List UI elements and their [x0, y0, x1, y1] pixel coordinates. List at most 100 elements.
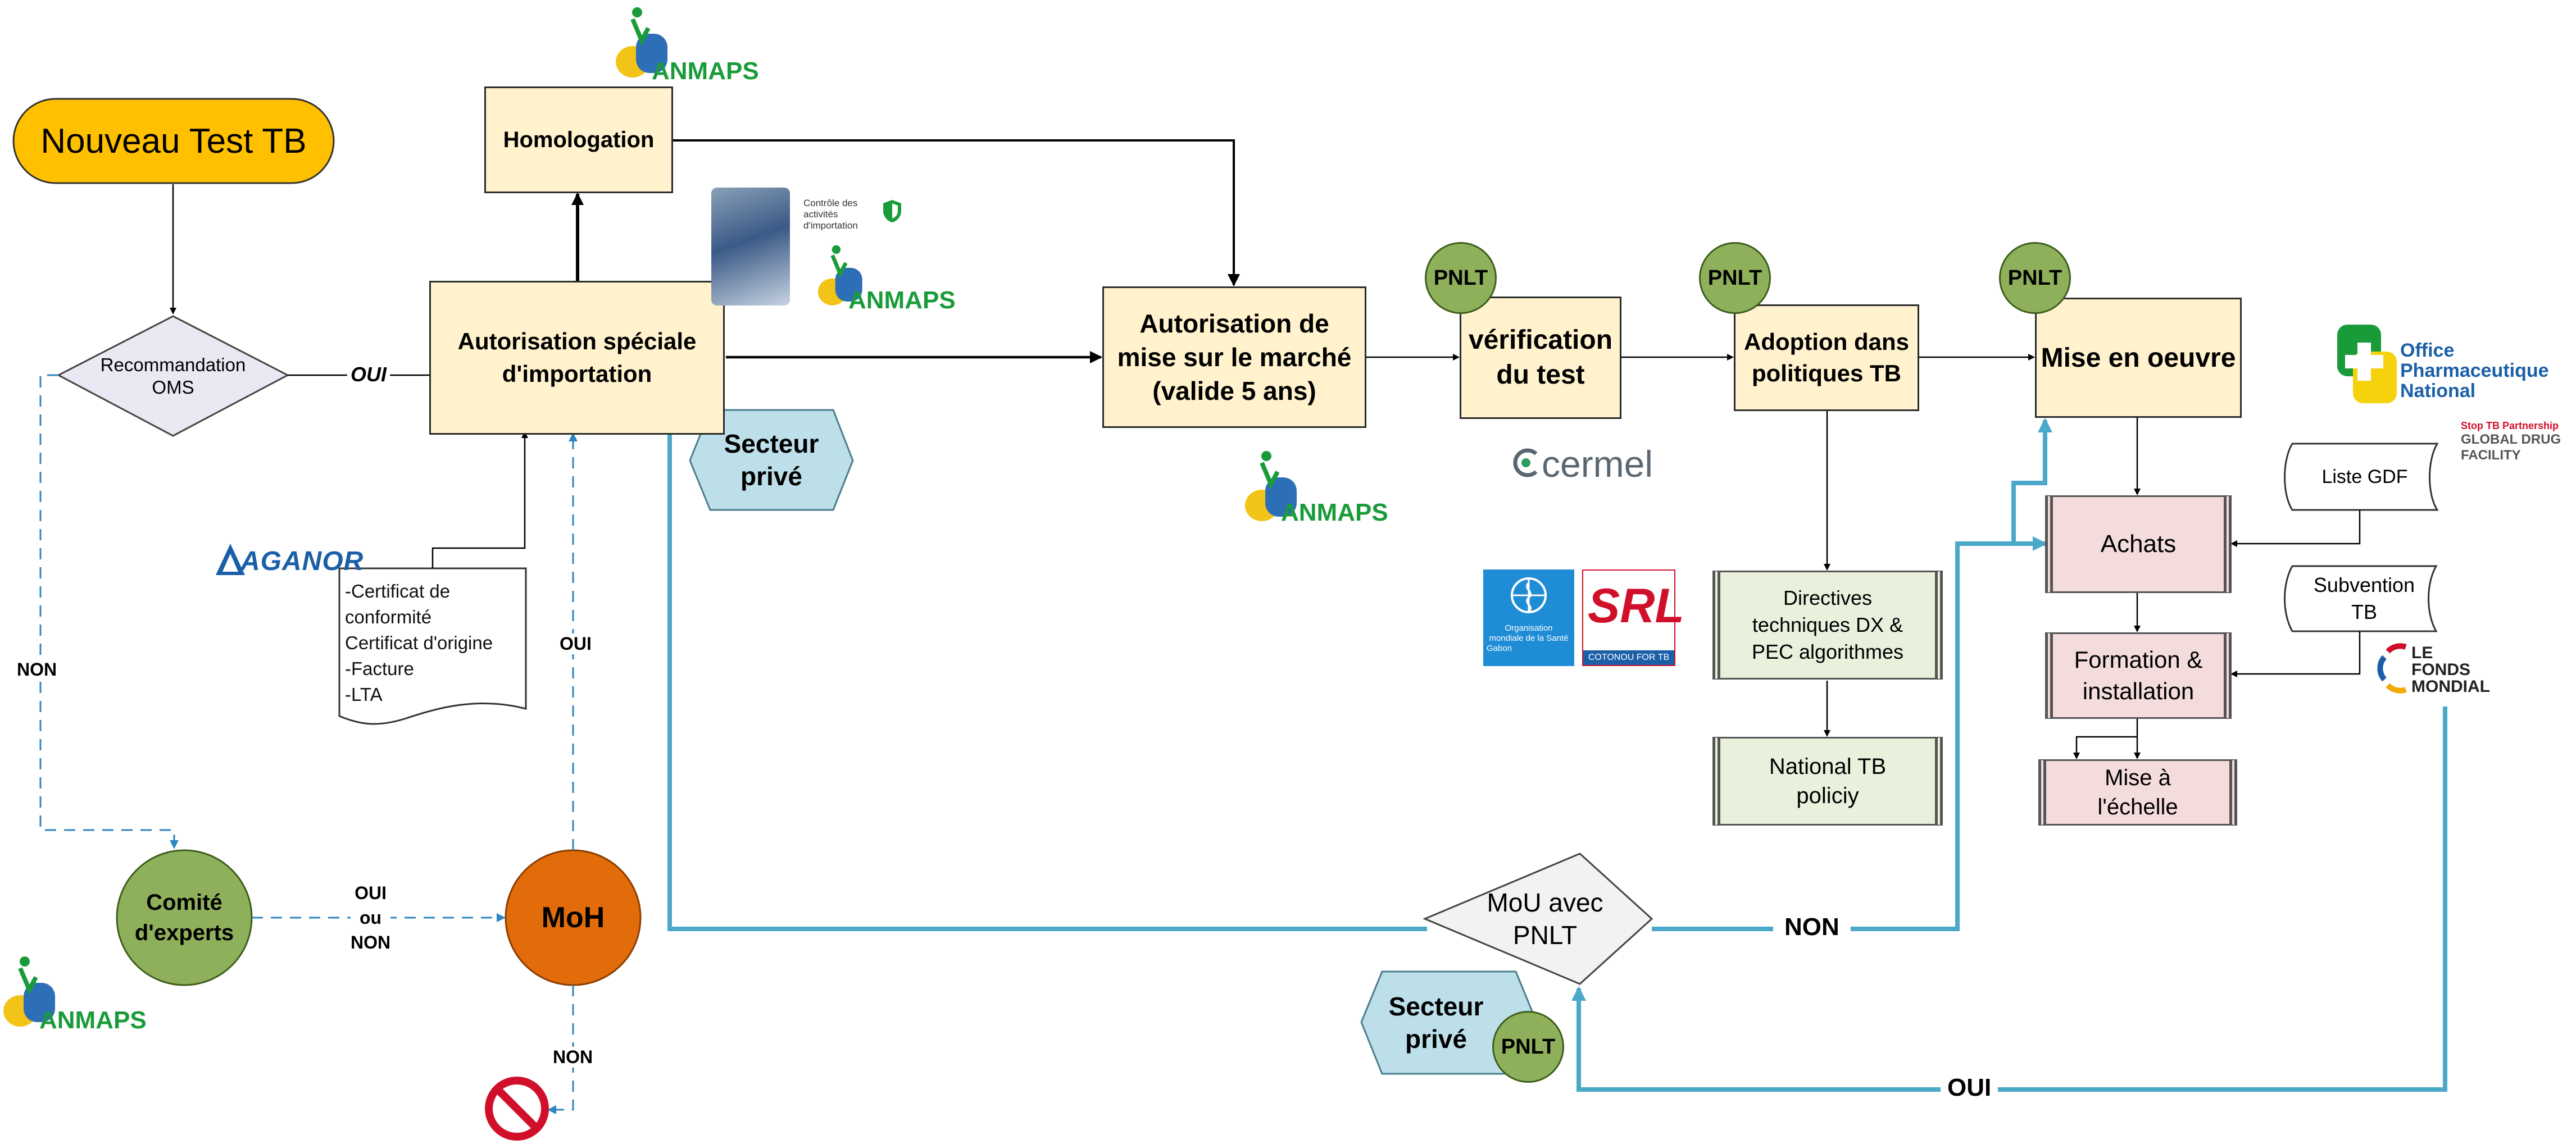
document-item: -Certificat de	[345, 581, 451, 601]
scale-line-1: Mise à	[2105, 765, 2171, 790]
guidelines-line-2: techniques DX &	[1752, 613, 1903, 636]
anmaps-logo: ANMAPS	[0, 955, 180, 1034]
fonds-mondial-logo: LE FONDS MONDIAL	[2377, 640, 2528, 702]
edge-import-mou	[667, 434, 1427, 931]
recommendation-node: Recommandation OMS	[84, 345, 262, 407]
subsidy-line-2: TB	[2351, 600, 2377, 623]
stop-sign-bar	[495, 1087, 539, 1131]
anmaps-logo: ANMAPS	[1242, 449, 1421, 528]
aganor-logo: AGANOR	[213, 541, 371, 581]
document-shape	[338, 567, 527, 725]
mou-line-1: MoU avec	[1487, 888, 1603, 917]
edge-label-text: NON	[553, 1047, 593, 1067]
pnlt-badge-implementation: PNLT	[1999, 242, 2071, 314]
mou-line-2: PNLT	[1512, 920, 1578, 950]
anmaps-emblem-icon	[817, 245, 862, 306]
edge-gdf-achats	[2230, 510, 2361, 547]
who-line: mondiale de la Santé	[1489, 633, 1569, 643]
edge-label-oui-main: OUI	[347, 363, 390, 386]
market-line-1: Autorisation de	[1139, 309, 1329, 338]
caption-line: d'importation	[803, 220, 858, 231]
verification-line-1: vérification	[1468, 325, 1613, 355]
document-item: -Facture	[345, 658, 414, 679]
fonds-mondial-emblem-icon	[2377, 643, 2407, 694]
document-item: Certificat d'origine	[345, 632, 493, 653]
cermel-text: cermel	[1542, 443, 1653, 485]
implementation-node: Mise en oeuvre	[2035, 298, 2242, 418]
private-sector-2-line-1: Secteur	[1388, 992, 1484, 1021]
verification-line-2: du test	[1496, 360, 1585, 390]
training-line-1: Formation &	[2074, 646, 2203, 673]
anmaps-text: ANMAPS	[39, 1006, 147, 1034]
private-sector-hexagon-1	[689, 409, 854, 511]
import-line-1: Autorisation spéciale	[457, 328, 697, 354]
who-line: Organisation	[1505, 623, 1553, 633]
edge-label-text: OUI	[355, 883, 387, 903]
committee-line-1: Comité	[146, 890, 222, 915]
private-sector-1-line-1: Secteur	[724, 429, 819, 458]
private-sector-2-line-2: privé	[1405, 1024, 1467, 1054]
start-node: Nouveau Test TB	[13, 99, 334, 183]
homologation-node: Homologation	[484, 86, 673, 193]
homologation-label: Homologation	[503, 127, 655, 152]
opn-line: Pharmaceutique	[2400, 360, 2549, 381]
caption-line: Contrôle des	[803, 198, 858, 208]
verification-node: vérification du test	[1460, 297, 1621, 419]
edge-label-non-moh: NON	[553, 1047, 593, 1068]
document-item: conformité	[345, 607, 432, 627]
edge-reco-committee-non	[39, 374, 179, 849]
edge-label-text: OUI	[351, 363, 387, 386]
guidelines-line-3: PEC algorithmes	[1751, 640, 1904, 663]
edge-label-non-left: NON	[17, 659, 57, 680]
gdf-line: GLOBAL DRUG	[2461, 432, 2561, 447]
anmaps-text: ANMAPS	[848, 286, 956, 314]
subsidy-line-1: Subvention	[2313, 573, 2415, 596]
opn-line: National	[2400, 380, 2476, 402]
fonds-text: LE FONDS MONDIAL	[2411, 645, 2490, 695]
document-item: -LTA	[345, 684, 383, 705]
opn-cross-icon	[2337, 325, 2397, 403]
edge-label-text: OUI	[560, 633, 592, 654]
anmaps-text: ANMAPS	[1281, 499, 1388, 526]
start-label: Nouveau Test TB	[40, 121, 307, 161]
private-sector-node-2: Secteur privé	[1361, 972, 1511, 1074]
edge-label-text: OUI	[1947, 1074, 1992, 1101]
national-policy-node: National TB policiy	[1712, 737, 1943, 826]
fonds-line: FONDS	[2411, 660, 2470, 679]
anmaps-emblem-icon	[616, 7, 667, 78]
edge-label-oui-moh: OUI	[560, 633, 592, 654]
edge-label-non-mou: NON	[1773, 913, 1851, 941]
market-authorization-node: Autorisation de mise sur le marché (vali…	[1102, 286, 1366, 428]
srl-caption: COTONOU FOR TB	[1583, 650, 1674, 665]
scale-line-2: l'échelle	[2097, 795, 2178, 819]
documents-list: -Certificat de conformité Certificat d'o…	[345, 578, 493, 708]
training-line-2: installation	[2082, 678, 2195, 704]
scale-up-node: Mise à l'échelle	[2038, 759, 2237, 826]
import-authorization-node: Autorisation spéciale d'importation	[429, 281, 725, 435]
policy-line-2: policiy	[1796, 783, 1859, 808]
stoptb-gdf-logo: Stop TB Partnership GLOBAL DRUG FACILITY	[2461, 420, 2573, 474]
stoptb-text: Stop TB Partnership	[2461, 420, 2559, 431]
mou-node: MoU avec PNLT	[1461, 879, 1629, 958]
shield-icon	[883, 200, 901, 222]
moh-node: MoH	[506, 850, 640, 985]
implementation-label: Mise en oeuvre	[2041, 343, 2236, 373]
guidelines-line-1: Directives	[1783, 586, 1873, 609]
pnlt-badge-adoption: PNLT	[1699, 242, 1771, 314]
recommendation-line-2: OMS	[152, 377, 194, 398]
who-text: Organisation mondiale de la Santé Gabon	[1483, 623, 1574, 654]
anmaps-logo: ANMAPS	[612, 6, 792, 85]
adoption-line-1: Adoption dans	[1744, 329, 1909, 355]
market-line-2: mise sur le marché	[1117, 343, 1352, 372]
edge-fonds-mou-oui	[1571, 707, 2447, 1092]
private-sector-node-1: Secteur privé	[690, 410, 853, 510]
caption-line: activités	[803, 209, 838, 220]
pnlt-label: PNLT	[1433, 266, 1488, 290]
fonds-line: LE	[2411, 644, 2433, 662]
moh-label: MoH	[541, 901, 605, 934]
edge-doc-import	[431, 431, 528, 568]
edge-label-text: NON	[351, 932, 391, 952]
fonds-line: MONDIAL	[2411, 677, 2490, 696]
pnlt-label: PNLT	[1501, 1034, 1556, 1059]
